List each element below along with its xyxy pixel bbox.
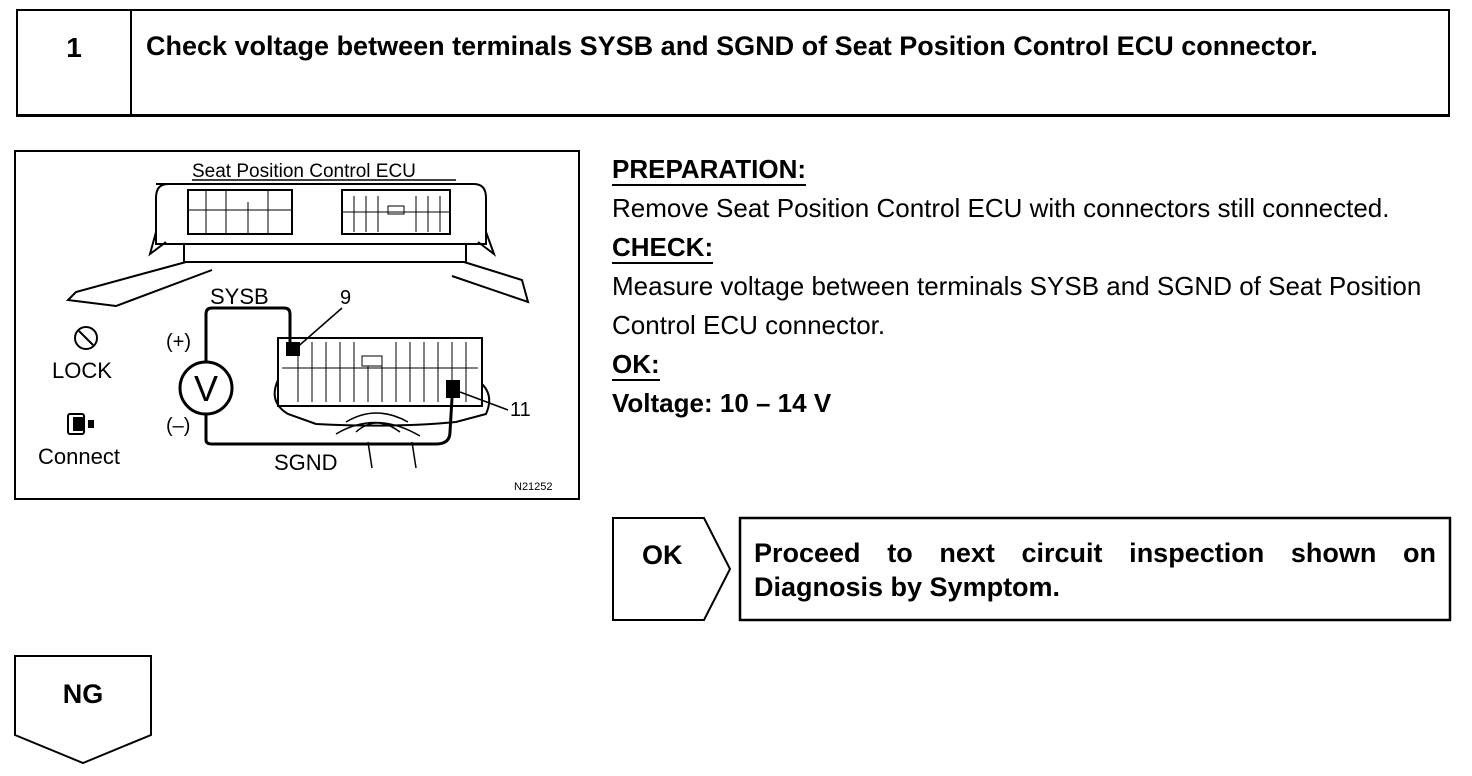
figure-code: N21252 <box>514 481 553 493</box>
ng-label: NG <box>62 679 104 709</box>
preparation-heading: PREPARATION: <box>612 154 807 186</box>
step-number: 1 <box>18 11 132 114</box>
check-heading: CHECK: <box>612 232 714 264</box>
step-title: Check voltage between terminals SYSB and… <box>146 31 1318 61</box>
pin-11-label: 11 <box>510 399 531 421</box>
preparation-text: Remove Seat Position Control ECU with co… <box>612 193 1390 223</box>
minus-label: (–) <box>166 415 190 437</box>
connect-label: Connect <box>38 444 120 469</box>
pin-9-label: 9 <box>340 287 351 309</box>
ok-label: OK <box>642 540 683 570</box>
ok-arrow-frame <box>612 516 1452 622</box>
ecu-diagram: Seat Position Control ECU <box>38 161 553 493</box>
ok-heading: OK: <box>612 349 660 381</box>
ok-result: OK Proceed to next circuit inspection sh… <box>612 516 1452 622</box>
check-text: Measure voltage between terminals SYSB a… <box>612 271 1422 340</box>
ecu-harness-connector <box>277 337 483 407</box>
right-bracket <box>451 261 530 304</box>
plus-label: (+) <box>166 331 191 353</box>
ecu-label: Seat Position Control ECU <box>192 161 416 182</box>
sgnd-label: SGND <box>274 450 338 475</box>
sysb-label: SYSB <box>210 284 269 309</box>
voltmeter <box>178 360 234 416</box>
ecu-connector-left <box>187 189 293 235</box>
terminal-9-probe <box>286 342 300 356</box>
instructions: PREPARATION: Remove Seat Position Contro… <box>612 150 1452 423</box>
wiring-figure: Seat Position Control ECU <box>14 150 580 500</box>
step-header: 1 Check voltage between terminals SYSB a… <box>16 9 1450 117</box>
lock-label: LOCK <box>52 358 112 383</box>
ng-arrow-frame <box>14 655 152 765</box>
voltage-spec: Voltage: 10 – 14 V <box>612 388 832 418</box>
ok-action-text: Proceed to next circuit inspection shown… <box>754 538 1436 602</box>
voltmeter-symbol: V <box>194 368 218 409</box>
terminal-11-probe <box>446 380 460 398</box>
left-bracket <box>65 261 213 308</box>
ng-result: NG <box>14 655 152 765</box>
connector-icon <box>67 413 94 435</box>
lock-icon <box>74 326 98 350</box>
